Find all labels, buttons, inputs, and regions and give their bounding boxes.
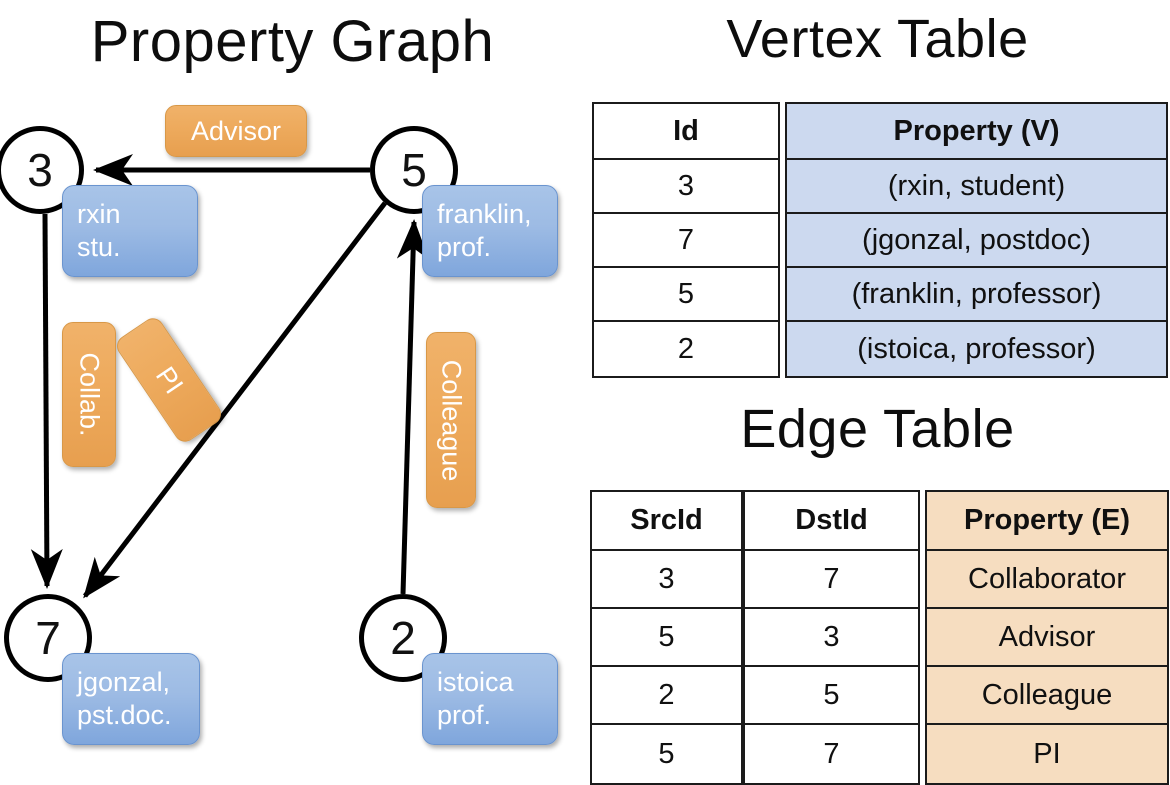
table-row: 5 <box>658 737 675 770</box>
edge-line-colleague <box>396 219 429 595</box>
vertex-property-line2: prof. <box>437 231 492 262</box>
vertex-property-line1: rxin <box>77 199 121 229</box>
vertex-property-box-franklin: franklin, prof. <box>422 185 558 277</box>
vertex-table: Id 3 7 5 2 Property (V) (rxin, student) … <box>592 102 1168 378</box>
edge-table-column-property: Property (E) Collaborator Advisor Collea… <box>925 490 1169 785</box>
table-row: (istoica, professor) <box>857 332 1096 365</box>
table-row: 5 <box>594 268 778 322</box>
vertex-table-header-property: Property (V) <box>787 104 1166 160</box>
vertex-node-5[interactable]: 5 <box>370 126 458 214</box>
vertex-property-box-rxin: rxin stu. <box>62 185 198 277</box>
edge-label-collab: Collab. <box>62 322 116 467</box>
edge-table-column-dstid: DstId 7 3 5 7 <box>743 490 920 785</box>
table-row: (jgonzal, postdoc) <box>787 214 1166 268</box>
table-row: PI <box>1033 737 1061 770</box>
page-title-vertex-table: Vertex Table <box>726 9 1029 69</box>
edge-label-colleague: Colleague <box>426 332 476 508</box>
table-row: 2 <box>677 332 695 365</box>
table-row: 3 <box>594 160 778 214</box>
vertex-table-column-property: Property (V) (rxin, student) (jgonzal, p… <box>785 102 1168 378</box>
table-row: Collaborator <box>927 551 1167 609</box>
vertex-property-line1: istoica <box>437 667 514 697</box>
table-row: 3 <box>745 609 918 667</box>
vertex-node-2[interactable]: 2 <box>359 594 447 682</box>
edge-table: SrcId 3 5 2 5 DstId 7 3 5 7 Property (E)… <box>590 490 1169 785</box>
vertex-property-line2: pst.doc. <box>77 699 172 730</box>
table-row: 5 <box>592 609 741 667</box>
table-row: 7 <box>745 551 918 609</box>
vertex-table-column-id: Id 3 7 5 2 <box>592 102 780 378</box>
vertex-property-line1: franklin, <box>437 199 532 229</box>
property-graph-diagram: 3 5 7 2 rxin stu. franklin, prof. jgonza… <box>0 0 585 760</box>
edge-table-header-srcid: SrcId <box>592 492 741 551</box>
vertex-property-line2: prof. <box>437 699 492 730</box>
vertex-property-line1: jgonzal, <box>77 667 171 697</box>
edge-table-header-property: Property (E) <box>927 492 1167 551</box>
table-row: 5 <box>745 667 918 725</box>
table-row: 7 <box>594 214 778 268</box>
edge-label-collab-text: Collab. <box>74 352 105 437</box>
edge-line-collab <box>30 213 63 589</box>
vertex-table-header-id: Id <box>594 104 778 160</box>
vertex-property-box-jgonzal: jgonzal, pst.doc. <box>62 653 200 745</box>
edge-label-pi-text: PI <box>149 360 189 399</box>
edge-label-advisor: Advisor <box>165 105 307 157</box>
table-row: 3 <box>592 551 741 609</box>
table-row: Colleague <box>927 667 1167 725</box>
edge-table-header-dstid: DstId <box>745 492 918 551</box>
vertex-node-7-label: 7 <box>35 612 61 664</box>
edge-label-advisor-text: Advisor <box>190 115 282 146</box>
vertex-node-3-label: 3 <box>27 144 53 196</box>
page-title-edge-table: Edge Table <box>740 399 1015 459</box>
vertex-node-5-label: 5 <box>401 144 427 196</box>
table-row: 7 <box>823 737 840 770</box>
table-row: (franklin, professor) <box>787 268 1166 322</box>
edge-table-column-srcid: SrcId 3 5 2 5 <box>590 490 743 785</box>
vertex-property-line2: stu. <box>77 231 121 262</box>
edge-line-pi <box>83 201 387 599</box>
edge-label-colleague-text: Colleague <box>436 359 467 481</box>
graph-edge-lines <box>30 154 429 599</box>
page-title-property-graph: Property Graph <box>90 9 495 74</box>
vertex-node-2-label: 2 <box>390 612 416 664</box>
table-row: (rxin, student) <box>787 160 1166 214</box>
table-row: 2 <box>592 667 741 725</box>
vertex-property-box-istoica: istoica prof. <box>422 653 558 745</box>
table-row: Advisor <box>927 609 1167 667</box>
